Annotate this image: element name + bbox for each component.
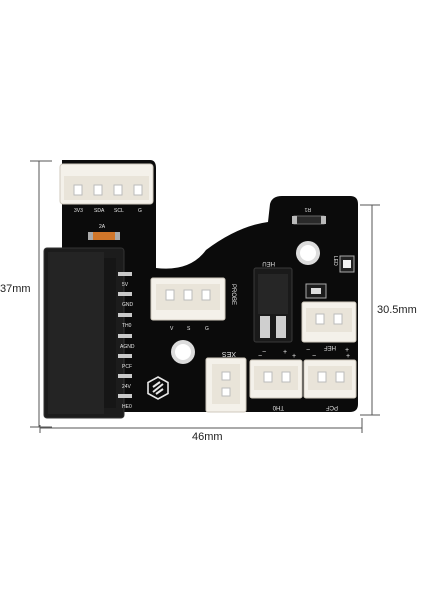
dimension-height-right: 30.5mm (377, 304, 417, 316)
heu-polarity: − + (262, 349, 287, 356)
brand-logo-icon (147, 376, 169, 400)
probe-pin-labels: V S G (170, 326, 209, 332)
pin-label: AGND (120, 344, 135, 350)
hef-label: HEF (324, 344, 336, 350)
pin-label: HE0 (122, 404, 132, 410)
th0-connector (249, 359, 303, 399)
pcf-connector (303, 359, 357, 399)
pin-label: PCF (122, 364, 132, 370)
led-label: LED (332, 256, 338, 266)
pin-label: 5V (122, 282, 129, 288)
dimension-height-left: 37mm (0, 283, 31, 295)
th0-label: TH0 (272, 404, 284, 410)
polarity-minus: − (258, 353, 262, 360)
top-connector (59, 163, 154, 205)
small-chip (305, 283, 327, 299)
pin-label: 24V (122, 384, 132, 390)
top-pin-label: SCL (114, 208, 124, 214)
heu-connector (253, 267, 293, 343)
pin-label: TH0 (122, 323, 132, 329)
top-pin-label: 3V3 (74, 208, 83, 214)
r1-label: R1 (304, 206, 311, 212)
polarity-plus: + (292, 353, 296, 360)
left-connector (43, 247, 125, 419)
polarity-minus: − (262, 349, 266, 356)
polarity-plus: + (346, 353, 350, 360)
fuse-label: 2A (99, 224, 106, 230)
probe-label: PROBE (230, 284, 236, 305)
fuse: 2A (88, 224, 120, 240)
polarity-minus: − (312, 353, 316, 360)
probe-pin-label: V (170, 326, 174, 332)
top-connector-pin-labels: G SCL SDA 3V3 (74, 208, 142, 214)
mounting-holes (171, 241, 320, 364)
polarity-minus: − (306, 347, 310, 354)
led-component: LED (332, 255, 355, 273)
left-connector-labels: 5V GND TH0 AGND PCF 24V HE0 (120, 282, 135, 410)
top-pin-label: SDA (94, 208, 105, 214)
polarity-plus: + (283, 349, 287, 356)
dimension-width-bottom: 46mm (192, 431, 223, 443)
heu-label: HEU (262, 260, 275, 266)
dimension-lines (30, 160, 380, 433)
r1-component: R1 (292, 206, 326, 225)
xes-connector (205, 357, 247, 413)
left-connector-pads (118, 272, 132, 398)
probe-connector (150, 277, 226, 321)
probe-pin-label: S (187, 326, 191, 332)
pin-label: GND (122, 302, 134, 308)
hef-connector (301, 301, 357, 343)
xes-label: XES (222, 350, 236, 357)
pcf-label: PCF (326, 404, 338, 410)
polarity-plus: + (345, 347, 349, 354)
top-pin-label: G (138, 208, 142, 214)
probe-pin-label: G (205, 326, 209, 332)
hef-polarity: − + (306, 347, 349, 354)
bottom-polarity: − + − + (258, 353, 350, 360)
